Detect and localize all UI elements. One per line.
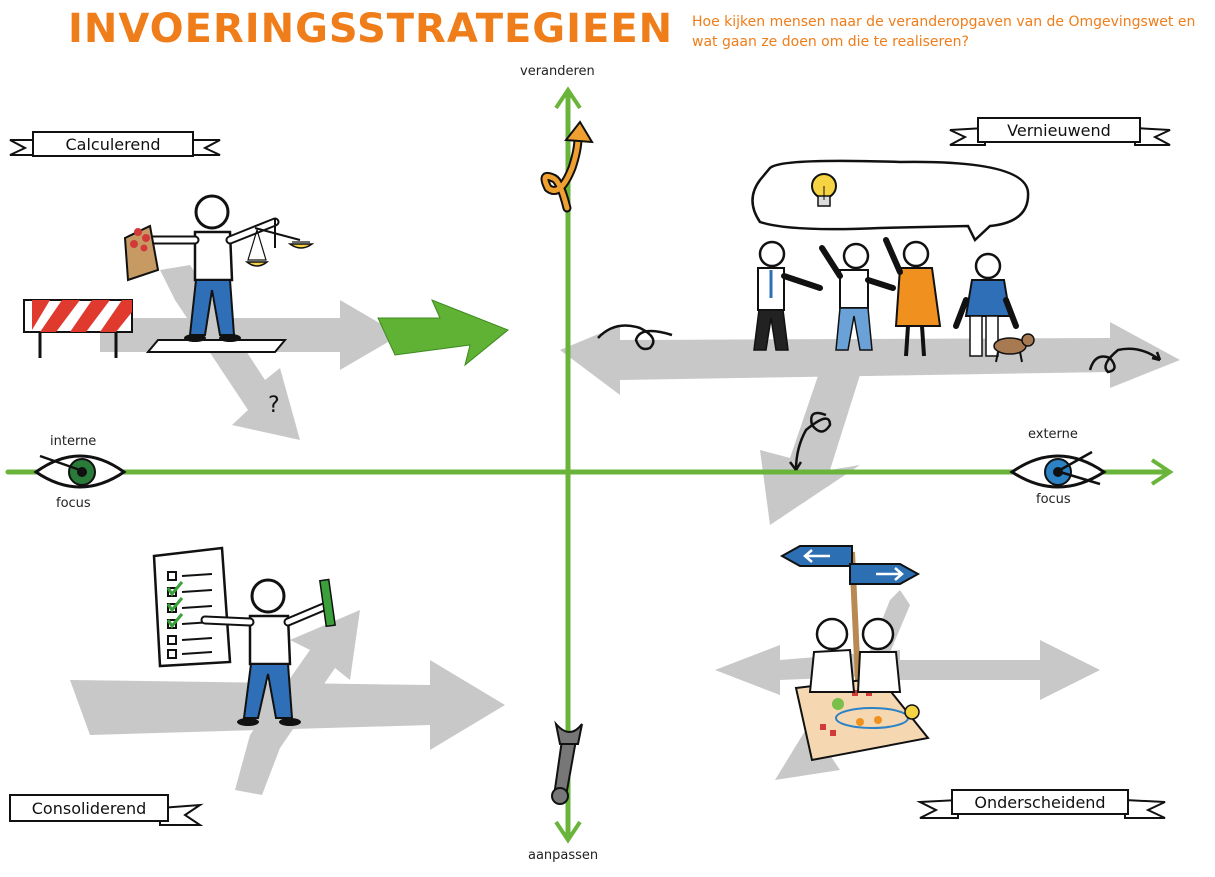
grey-arrow-bl-diag bbox=[235, 610, 360, 795]
banner-label-onderscheidend: Onderscheidend bbox=[974, 793, 1105, 812]
question-mark: ? bbox=[268, 393, 280, 418]
axis-label-left-bottom: focus bbox=[56, 496, 91, 511]
group-of-people bbox=[753, 237, 1035, 363]
money-bag-icon bbox=[123, 224, 160, 282]
lightbulb-icon bbox=[811, 173, 837, 207]
axis-label-right-top: externe bbox=[1028, 427, 1078, 442]
loop-arrows bbox=[597, 324, 1162, 471]
grey-arrow-br-right bbox=[860, 640, 1100, 700]
grey-arrow-br-left bbox=[715, 645, 900, 695]
eye-icon-internal bbox=[33, 454, 127, 489]
signpost-icon bbox=[779, 545, 921, 681]
page-title: INVOERINGSSTRATEGIEEN bbox=[68, 6, 674, 52]
barrier-icon bbox=[23, 299, 133, 358]
wrench-icon bbox=[551, 720, 583, 805]
banner-onderscheidend: Onderscheidend bbox=[916, 789, 1166, 819]
banner-label-vernieuwend: Vernieuwend bbox=[1007, 121, 1111, 140]
pencil-icon bbox=[318, 578, 336, 628]
eye-icon-external bbox=[1009, 450, 1107, 489]
curly-arrow-icon bbox=[540, 120, 594, 213]
axes bbox=[5, 86, 1174, 844]
axis-label-left-top: interne bbox=[50, 434, 97, 449]
banner-label-calculerend: Calculerend bbox=[65, 135, 160, 154]
page-subtitle: Hoe kijken mensen naar de veranderopgave… bbox=[692, 14, 1196, 50]
axis-label-right-bottom: focus bbox=[1036, 492, 1071, 507]
two-people-at-map bbox=[808, 617, 902, 693]
dog-icon bbox=[993, 333, 1035, 363]
banner-label-consoliderend: Consoliderend bbox=[32, 799, 146, 818]
grey-arrow-tr-diag bbox=[760, 370, 860, 525]
checklist-icon bbox=[152, 546, 232, 668]
banner-consoliderend: Consoliderend bbox=[9, 794, 204, 826]
map-icon bbox=[794, 676, 930, 762]
axis-label-bottom: aanpassen bbox=[528, 848, 599, 863]
grey-arrow-tl-main bbox=[100, 300, 400, 370]
green-arrow bbox=[377, 299, 509, 367]
banner-vernieuwend: Vernieuwend bbox=[949, 117, 1171, 146]
axis-label-top: veranderen bbox=[520, 64, 595, 79]
person-with-scale bbox=[123, 194, 315, 353]
person-with-pencil bbox=[200, 578, 336, 726]
balance-scale-icon bbox=[244, 218, 315, 267]
banner-calculerend: Calculerend bbox=[9, 131, 221, 157]
speech-bubble bbox=[751, 159, 1030, 243]
